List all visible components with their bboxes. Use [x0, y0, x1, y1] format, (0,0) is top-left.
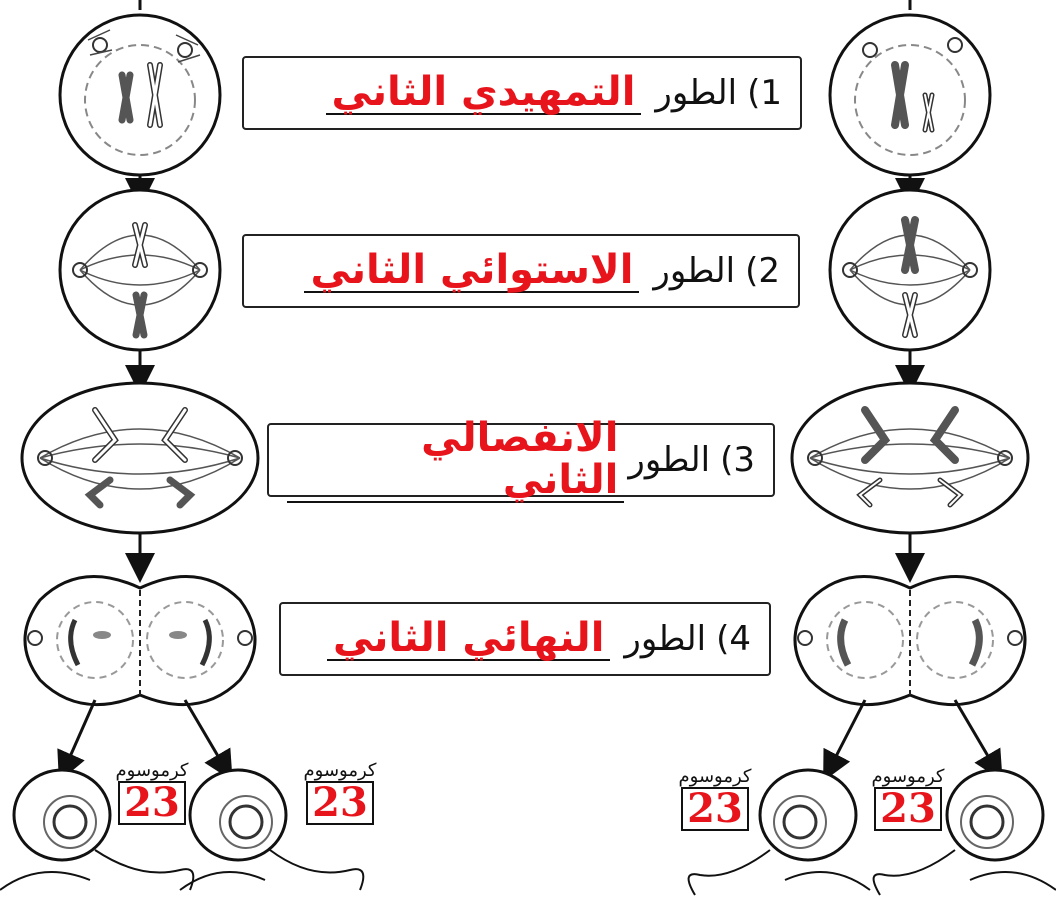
count-value: 23 — [681, 787, 749, 831]
sperm-right-1 — [687, 768, 871, 896]
chromosome-count-right-2: كرموسوم 23 — [868, 766, 948, 831]
stage-word: الطور — [628, 440, 711, 480]
cell-telophase-left — [23, 575, 257, 707]
cell-anaphase-right — [790, 381, 1030, 535]
count-value: 23 — [118, 781, 186, 825]
cell-metaphase-right — [828, 188, 992, 352]
cell-prophase-right — [828, 13, 992, 177]
count-label: كرموسوم — [115, 760, 189, 781]
stage-name-answer: الاستوائي الثاني — [304, 249, 640, 293]
sperm-left-1 — [0, 768, 195, 891]
stage-word: الطور — [624, 619, 707, 659]
sperm-right-2 — [872, 768, 1056, 896]
count-label: كرموسوم — [871, 766, 945, 787]
count-value: 23 — [306, 781, 374, 825]
cell-metaphase-left — [58, 188, 222, 352]
stage-name-answer: التمهيدي الثاني — [325, 71, 642, 115]
stage-name-answer: الانفصالي الثاني — [287, 417, 625, 503]
chromosome-count-left-1: كرموسوم 23 — [112, 760, 192, 825]
stage-number: 3) — [720, 440, 755, 480]
stage-word: الطور — [653, 251, 736, 291]
stage-box-metaphase: 2) الطور الاستوائي الثاني — [242, 234, 800, 308]
stage-box-anaphase: 3) الطور الانفصالي الثاني — [267, 417, 775, 503]
stage-word: الطور — [655, 73, 738, 113]
stage-number: 4) — [716, 619, 751, 659]
sperm-left-2 — [179, 768, 365, 891]
stage-number: 2) — [745, 251, 780, 291]
count-label: كرموسوم — [303, 760, 377, 781]
cell-telophase-right — [793, 575, 1027, 707]
stage-box-telophase: 4) الطور النهائي الثاني — [279, 602, 771, 676]
stage-number: 1) — [747, 73, 782, 113]
stage-name-answer: النهائي الثاني — [326, 617, 611, 661]
count-value: 23 — [874, 787, 942, 831]
chromosome-count-left-2: كرموسوم 23 — [300, 760, 380, 825]
stage-box-prophase: 1) الطور التمهيدي الثاني — [242, 56, 802, 130]
count-label: كرموسوم — [678, 766, 752, 787]
chromosome-count-right-1: كرموسوم 23 — [675, 766, 755, 831]
cell-anaphase-left — [20, 381, 260, 535]
cell-prophase-left — [58, 13, 222, 177]
